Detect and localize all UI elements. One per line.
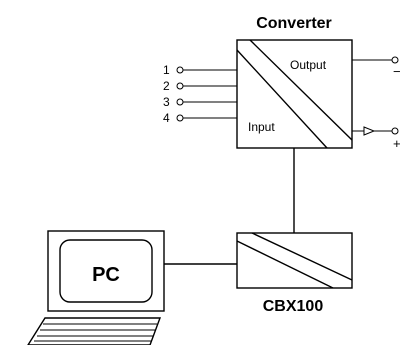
diode-symbol xyxy=(363,126,376,136)
pc-label: PC xyxy=(92,264,120,286)
cbx100-block: CBX100 xyxy=(236,232,353,315)
pin-2: 2 xyxy=(163,79,237,93)
output-negative-sign: − xyxy=(393,64,401,79)
output-negative-terminal xyxy=(391,56,399,64)
pin-1-terminal xyxy=(176,66,184,74)
cbx100-diagonal-2 xyxy=(251,232,353,281)
converter-diagonal-1 xyxy=(236,49,328,149)
cbx100-label: CBX100 xyxy=(263,298,324,315)
pin-4-terminal xyxy=(176,114,184,122)
converter-title: Converter xyxy=(256,15,332,32)
converter-diagonal-2 xyxy=(249,39,353,141)
pin-4-label: 4 xyxy=(163,111,170,125)
pin-3: 3 xyxy=(163,95,237,109)
pc-computer: PC xyxy=(27,230,165,345)
keyboard-outline xyxy=(27,317,162,345)
output-positive-terminal xyxy=(391,127,399,135)
pin-3-terminal xyxy=(176,98,184,106)
output-terminals: − + xyxy=(352,56,401,151)
cbx100-diagonal-1 xyxy=(236,240,334,289)
pin-4: 4 xyxy=(163,111,237,125)
converter-block: Output Input xyxy=(236,39,353,149)
keyboard-icon xyxy=(27,317,162,345)
pin-2-label: 2 xyxy=(163,79,170,93)
pin-2-terminal xyxy=(176,82,184,90)
output-label: Output xyxy=(290,58,327,72)
input-pins: 1 2 3 4 xyxy=(163,63,237,125)
pin-1-label: 1 xyxy=(163,63,170,77)
cbx100-box xyxy=(236,232,353,289)
output-positive-sign: + xyxy=(393,136,401,151)
pin-3-label: 3 xyxy=(163,95,170,109)
monitor-frame xyxy=(47,230,165,312)
pin-1: 1 xyxy=(163,63,237,77)
input-label: Input xyxy=(248,120,275,134)
monitor-screen xyxy=(59,239,153,303)
